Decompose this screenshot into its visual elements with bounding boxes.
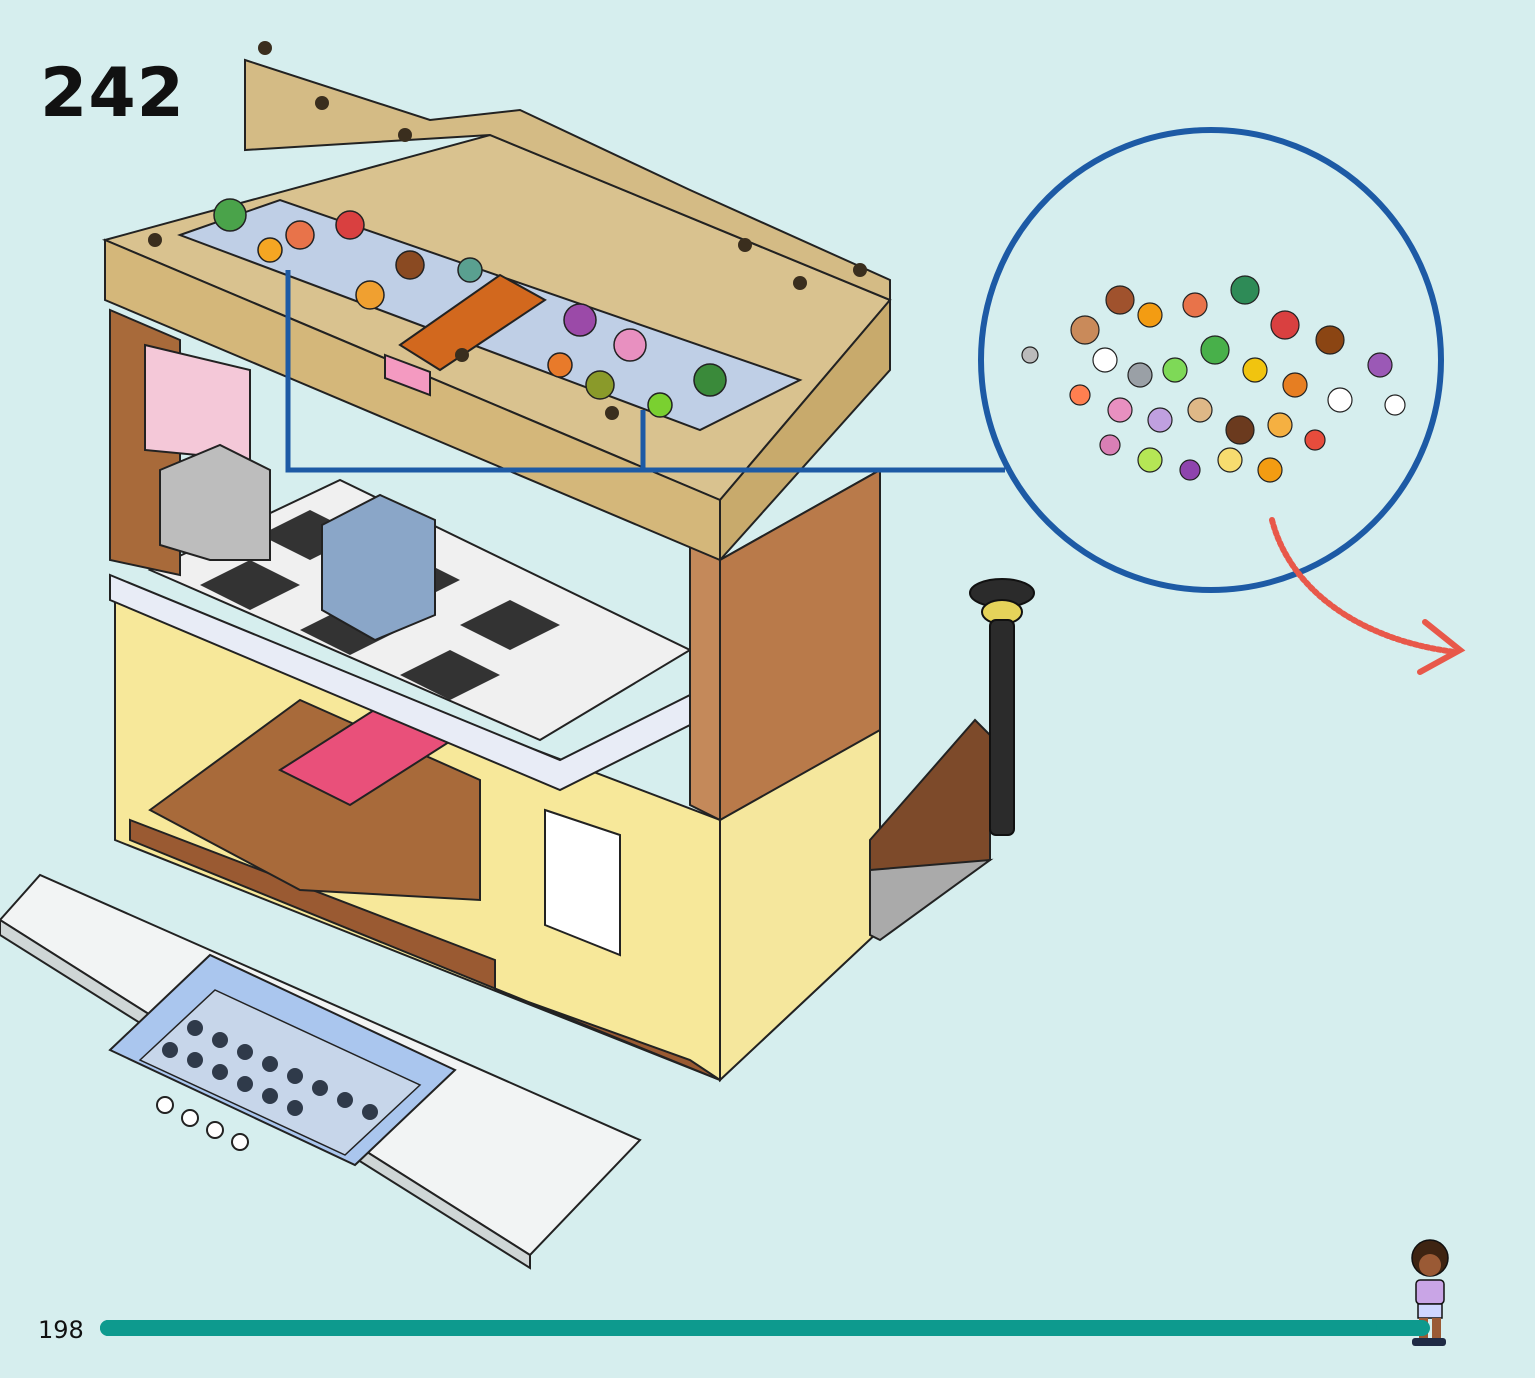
minifigure-icon — [1411, 1239, 1449, 1346]
street-lamp — [969, 578, 1035, 836]
page-number: 198 — [38, 1316, 84, 1344]
road-plate — [0, 873, 642, 1270]
parts-callout — [978, 127, 1444, 593]
callout-leader-lines — [285, 270, 1005, 473]
progress-fill — [100, 1320, 1377, 1336]
building-model — [101, 41, 994, 1083]
step-number: 242 — [40, 54, 185, 133]
progress-bar — [100, 1320, 1430, 1336]
curved-arrow-icon — [1269, 517, 1466, 675]
